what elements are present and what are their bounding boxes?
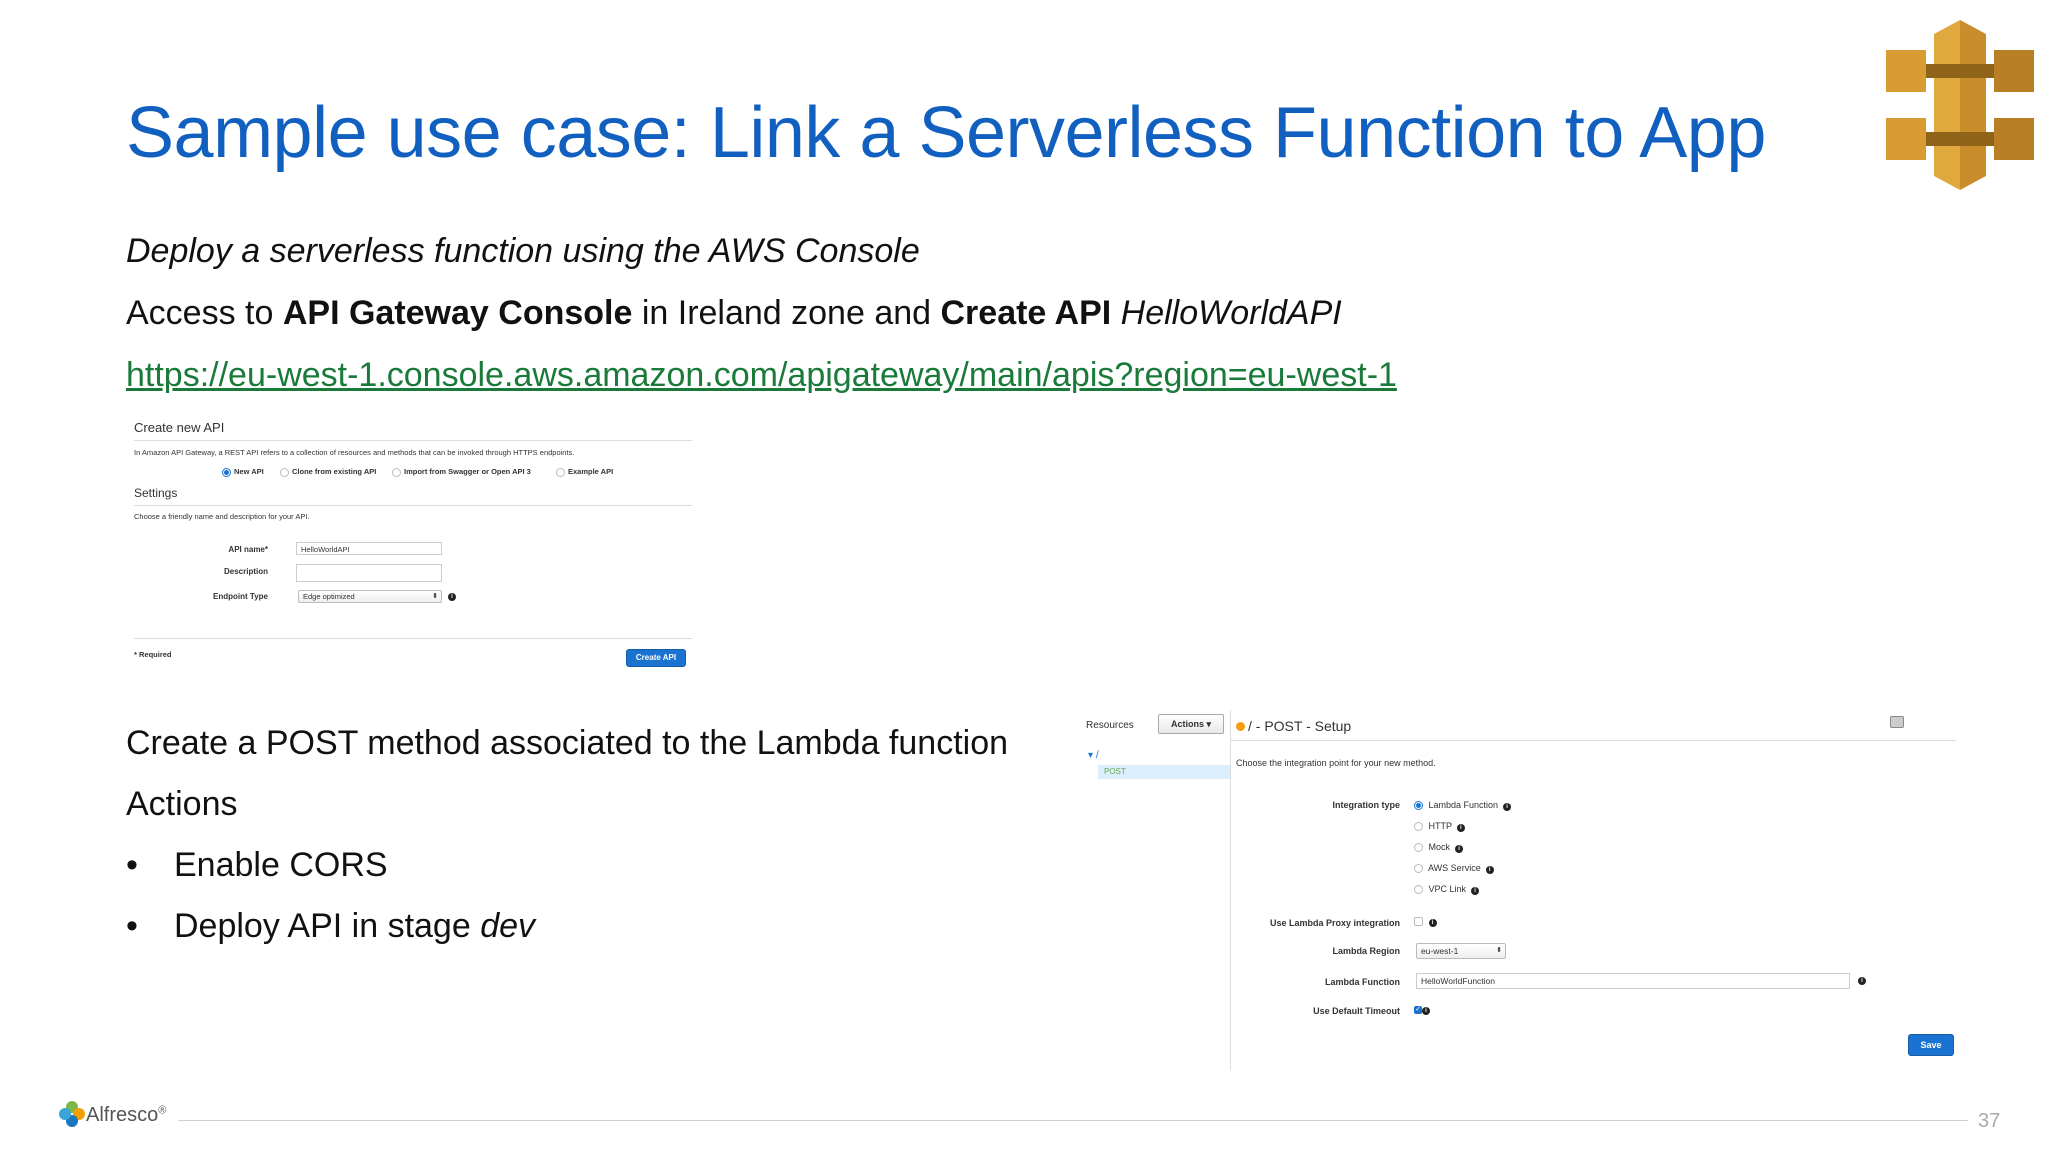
book-icon[interactable] — [1890, 716, 1904, 728]
settings-description: Choose a friendly name and description f… — [134, 512, 310, 521]
bullet-item: •Deploy API in stage dev — [126, 907, 536, 945]
actions-button[interactable]: Actions ▾ — [1158, 714, 1224, 734]
setup-title: / - POST - Setup — [1236, 718, 1351, 734]
save-button[interactable]: Save — [1908, 1034, 1954, 1056]
checkmark-icon: ✓ — [1414, 1005, 1422, 1014]
info-icon[interactable]: i — [1455, 845, 1464, 853]
radio-selected-icon — [222, 467, 231, 477]
divider — [134, 638, 692, 639]
info-icon[interactable]: i — [1422, 1007, 1430, 1015]
api-name-input[interactable]: HelloWorldAPI — [296, 542, 442, 555]
option-example-api[interactable]: Example API — [556, 467, 613, 477]
actions-text: Actions — [126, 785, 238, 823]
settings-heading: Settings — [134, 486, 178, 500]
description-label: Description — [223, 567, 268, 576]
info-icon[interactable]: i — [1485, 866, 1494, 874]
panel-divider — [1230, 710, 1231, 1070]
description-input[interactable] — [296, 564, 442, 582]
radio-icon — [280, 467, 289, 477]
select-caret-icon: ⬍ — [432, 593, 438, 600]
radio-icon — [392, 467, 401, 477]
required-note: * Required — [134, 650, 172, 659]
console-link[interactable]: https://eu-west-1.console.aws.amazon.com… — [126, 356, 1397, 394]
info-icon[interactable]: i — [1471, 887, 1480, 895]
lambda-region-select[interactable]: eu-west-1⬍ — [1416, 943, 1506, 959]
info-icon[interactable]: i — [1456, 824, 1465, 832]
divider — [134, 440, 692, 441]
api-name-label: API name* — [228, 545, 268, 554]
option-import-swagger[interactable]: Import from Swagger or Open API 3 — [392, 467, 531, 477]
integration-type-label: Integration type — [1332, 800, 1400, 810]
post-method-text: Create a POST method associated to the L… — [126, 724, 1009, 762]
integration-http[interactable]: HTTP i — [1414, 821, 1465, 832]
option-new-api[interactable]: New API — [222, 467, 264, 477]
hello-world-api-text: HelloWorldAPI — [1120, 294, 1342, 332]
post-setup-screenshot: Resources Actions ▾ ▾ / POST / - POST - … — [1086, 710, 1956, 1070]
info-icon[interactable]: i — [1858, 977, 1866, 985]
alfresco-flower-icon — [59, 1101, 85, 1127]
caret-down-icon: ▾ — [1088, 750, 1096, 761]
slide-title: Sample use case: Link a Serverless Funct… — [126, 93, 1766, 173]
create-api-screenshot: Create new API In Amazon API Gateway, a … — [126, 410, 692, 680]
bullet-item: •Enable CORS — [126, 846, 388, 884]
proxy-integration-label: Use Lambda Proxy integration — [1269, 918, 1400, 928]
alfresco-brand: Alfresco® — [86, 1104, 167, 1126]
access-text-1: Access to — [126, 294, 283, 332]
proxy-integration-checkbox[interactable]: i — [1414, 916, 1437, 927]
radio-icon — [1414, 864, 1423, 874]
create-api-intro: In Amazon API Gateway, a REST API refers… — [134, 448, 575, 457]
radio-selected-icon — [1414, 801, 1423, 811]
endpoint-type-label: Endpoint Type — [213, 592, 268, 601]
choose-integration-text: Choose the integration point for your ne… — [1236, 758, 1436, 768]
access-instructions: Access to API Gateway Console in Ireland… — [126, 294, 1342, 333]
lambda-function-label: Lambda Function — [1325, 977, 1400, 987]
footer-divider — [178, 1120, 1968, 1121]
default-timeout-checkbox[interactable]: ✓i — [1414, 1004, 1430, 1015]
select-caret-icon: ⬍ — [1496, 947, 1502, 954]
api-gateway-console-text: API Gateway Console — [282, 294, 633, 332]
api-gateway-logo-icon — [1886, 20, 2034, 190]
deploy-heading: Deploy a serverless function using the A… — [126, 232, 920, 270]
divider — [134, 505, 692, 506]
status-dot-icon — [1236, 722, 1245, 731]
radio-icon — [556, 467, 565, 477]
radio-icon — [1414, 885, 1423, 895]
radio-icon — [1414, 843, 1423, 853]
info-icon[interactable]: i — [448, 593, 456, 601]
radio-icon — [1414, 822, 1423, 832]
page-number: 37 — [1978, 1110, 2001, 1132]
info-icon[interactable]: i — [1428, 919, 1437, 927]
endpoint-type-select[interactable]: Edge optimized⬍ — [298, 590, 442, 603]
divider — [1230, 740, 1956, 741]
info-icon[interactable]: i — [1503, 803, 1512, 811]
integration-lambda[interactable]: Lambda Function i — [1414, 800, 1512, 811]
option-clone-api[interactable]: Clone from existing API — [280, 467, 376, 477]
checkbox-icon — [1414, 917, 1423, 927]
access-text-2: in Ireland zone and — [632, 294, 941, 332]
integration-aws-service[interactable]: AWS Service i — [1414, 863, 1494, 874]
resource-post-method[interactable]: POST — [1098, 765, 1230, 779]
lambda-region-label: Lambda Region — [1332, 946, 1400, 956]
resource-root[interactable]: ▾ / — [1088, 750, 1099, 761]
integration-vpc-link[interactable]: VPC Link i — [1414, 884, 1480, 895]
resources-label: Resources — [1086, 720, 1134, 731]
lambda-function-input[interactable]: HelloWorldFunction — [1416, 973, 1850, 989]
create-api-button[interactable]: Create API — [626, 649, 686, 667]
default-timeout-label: Use Default Timeout — [1313, 1006, 1400, 1016]
create-api-text: Create API — [940, 294, 1112, 332]
create-api-heading: Create new API — [134, 420, 225, 435]
integration-mock[interactable]: Mock i — [1414, 842, 1464, 853]
